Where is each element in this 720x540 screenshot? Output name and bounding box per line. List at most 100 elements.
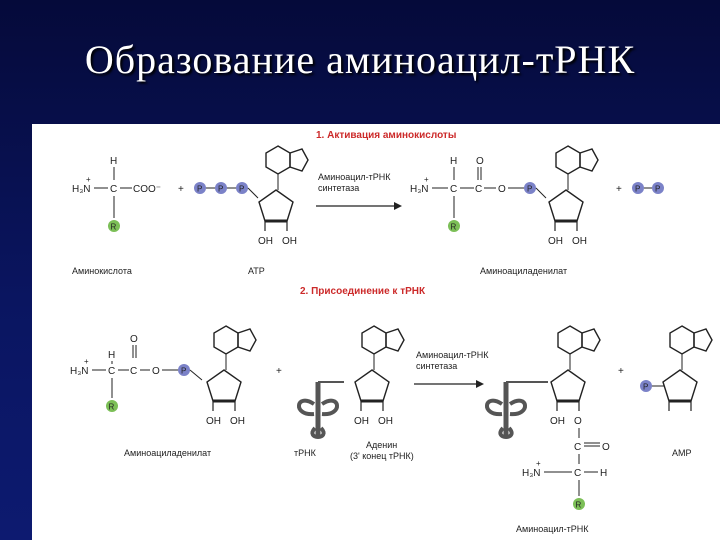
phosphate-icon	[632, 182, 644, 194]
r-group-icon	[106, 400, 118, 412]
label-aminoacyl-trna: Аминоацил-тРНК	[516, 524, 589, 534]
step1-heading: 1. Активация аминокислоты	[316, 130, 456, 141]
phosphate-letter: P	[527, 185, 532, 194]
r-group-letter: R	[576, 501, 582, 510]
ribose-ring-icon	[257, 188, 295, 233]
phosphate-icon	[236, 182, 248, 194]
atom-o: O	[602, 442, 610, 453]
label-atp: АТР	[248, 266, 265, 276]
hydroxyl: OH	[378, 416, 393, 427]
reaction-diagram-panel: 1. Активация аминокислоты H H₃N + C COO⁻…	[32, 124, 720, 540]
atom-h: H	[110, 156, 117, 167]
r-group-icon	[573, 498, 585, 510]
plus-sign: +	[618, 366, 624, 377]
plus-sign: +	[616, 184, 622, 195]
hydroxyl: OH	[548, 236, 563, 247]
atom-h: H	[600, 468, 607, 479]
phosphate-icon	[640, 380, 652, 392]
alpha-carbon: C	[108, 366, 115, 377]
pyrophosphate: P P	[632, 182, 664, 194]
ester-oxygen: O	[498, 184, 506, 195]
atp-phosphates: P P P	[194, 182, 259, 199]
hydroxyl: OH	[206, 416, 221, 427]
charge-plus: +	[86, 175, 91, 184]
hydroxyl: OH	[572, 236, 587, 247]
step2-heading: 2. Присоединение к тРНК	[300, 286, 426, 297]
aminoacyl-adenylate-structure: O H H₃N + C C O P R	[70, 334, 203, 412]
amino-group: H₃N	[72, 184, 91, 195]
hydroxyl: OH	[230, 416, 245, 427]
atom-h: H	[108, 350, 115, 361]
ribose-ring-icon	[547, 188, 585, 233]
phosphate-icon	[524, 182, 536, 194]
charge-plus: +	[84, 357, 89, 366]
enzyme-label: Аминоацил-тРНК	[416, 350, 489, 360]
amino-group: H₃N	[410, 184, 429, 195]
ribose-ring-icon	[205, 368, 243, 413]
phosphate-icon	[215, 182, 227, 194]
alpha-carbon: C	[110, 184, 117, 195]
atom-o: O	[130, 334, 138, 345]
ribose-ring-icon	[661, 368, 699, 413]
phosphate-letter: P	[643, 383, 648, 392]
ribose-ring-icon	[549, 368, 587, 413]
adenine-ring-icon	[555, 145, 599, 175]
hydroxyl: OH	[258, 236, 273, 247]
enzyme-label: синтетаза	[318, 183, 359, 193]
phosphate-icon	[194, 182, 206, 194]
trna-cloverleaf-icon	[487, 382, 525, 438]
carbonyl-carbon: C	[130, 366, 137, 377]
trna-cloverleaf-icon	[299, 382, 337, 438]
amino-acid-structure: H H₃N + C COO⁻ R	[72, 156, 161, 232]
ribose-ring-icon	[353, 368, 391, 413]
alpha-carbon: C	[450, 184, 457, 195]
carboxylate: COO⁻	[133, 184, 161, 195]
ester-oxygen: O	[574, 416, 582, 427]
charge-plus: +	[536, 459, 541, 468]
phosphate-letter: P	[655, 185, 660, 194]
label-aminoacyl-adenylate: Аминоациладенилат	[480, 266, 567, 276]
phosphate-letter: P	[218, 185, 223, 194]
label-amp: AMP	[672, 448, 692, 458]
carbonyl-carbon: C	[574, 442, 581, 453]
atom-o: O	[476, 156, 484, 167]
phosphate-icon	[652, 182, 664, 194]
hydroxyl: OH	[354, 416, 369, 427]
hydroxyl: OH	[282, 236, 297, 247]
adenine-ring-icon	[557, 325, 601, 355]
label-amino-acid: Аминокислота	[72, 266, 132, 276]
adenine-ring-icon	[213, 325, 257, 355]
adenine-ring-icon	[265, 145, 309, 175]
adenine-ring-icon	[669, 325, 713, 355]
r-group-icon	[108, 220, 120, 232]
reaction-diagram: 1. Активация аминокислоты H H₃N + C COO⁻…	[70, 130, 713, 534]
hydroxyl: OH	[550, 416, 565, 427]
phosphate-icon	[178, 364, 190, 376]
adenine-ring-icon	[361, 325, 405, 355]
alpha-carbon: C	[574, 468, 581, 479]
enzyme-label: синтетаза	[416, 361, 457, 371]
plus-sign: +	[276, 366, 282, 377]
r-group-letter: R	[109, 403, 115, 412]
phosphate-letter: P	[239, 185, 244, 194]
label-adenine: Аденин	[366, 440, 397, 450]
slide-title: Образование аминоацил-тРНК	[84, 37, 636, 82]
r-group-letter: R	[111, 223, 117, 232]
amino-group: H₃N	[70, 366, 89, 377]
label-trna: тРНК	[294, 448, 317, 458]
carbonyl-carbon: C	[475, 184, 482, 195]
atom-h: H	[450, 156, 457, 167]
amino-group: H₃N	[522, 468, 541, 479]
r-group-icon	[448, 220, 460, 232]
reaction-arrow-icon	[394, 202, 402, 210]
plus-sign: +	[178, 184, 184, 195]
label-aminoacyl-adenylate: Аминоациладенилат	[124, 448, 211, 458]
phosphate-letter: P	[197, 185, 202, 194]
r-group-letter: R	[451, 223, 457, 232]
phosphate-letter: P	[635, 185, 640, 194]
charge-plus: +	[424, 175, 429, 184]
reaction-arrow-icon	[476, 380, 484, 388]
ester-oxygen: O	[152, 366, 160, 377]
label-adenine-end: (3' конец тРНК)	[350, 451, 414, 461]
phosphate-letter: P	[181, 367, 186, 376]
